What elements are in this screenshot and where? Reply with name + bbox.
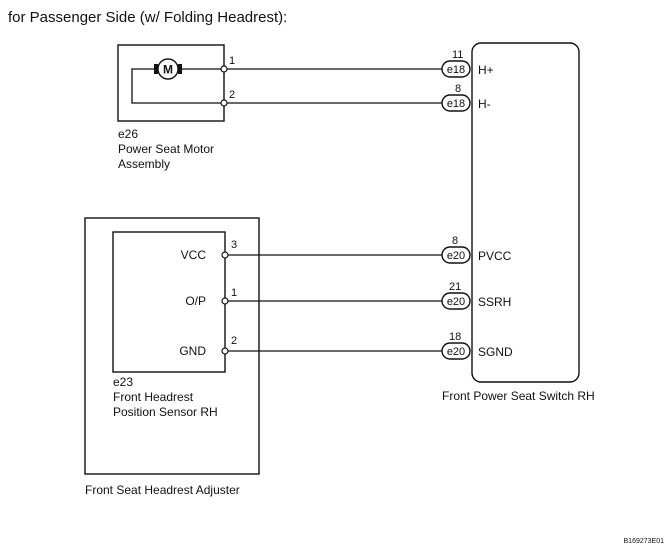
- switch-terminal-pvcc: 8 e20 PVCC: [441, 235, 512, 264]
- connector-pill-h-plus: [441, 60, 471, 78]
- connector-code-h-plus: e18: [447, 64, 465, 76]
- motor-terminal-2: [220, 99, 228, 107]
- switch-pin-ssrh: 21: [449, 281, 461, 293]
- seat-switch-box: [471, 42, 580, 383]
- switch-label-h-plus: H+: [478, 63, 494, 77]
- sensor-terminal-vcc: [221, 251, 229, 259]
- switch-label-pvcc: PVCC: [478, 249, 512, 263]
- motor-internal-wire-2: [131, 68, 224, 104]
- sensor-name-line1: Front Headrest: [113, 390, 194, 404]
- connector-pill-pvcc: [441, 246, 471, 264]
- diagram-title: for Passenger Side (w/ Folding Headrest)…: [8, 9, 287, 26]
- switch-label-h-minus: H-: [478, 97, 491, 111]
- sensor-label-gnd: GND: [179, 344, 206, 358]
- connector-pill-ssrh: [441, 292, 471, 310]
- sensor-code: e23: [113, 375, 133, 389]
- connector-code-h-minus: e18: [447, 98, 465, 110]
- switch-terminal-sgnd: 18 e20 SGND: [441, 331, 513, 360]
- sensor-label-vcc: VCC: [181, 248, 207, 262]
- motor-name-line1: Power Seat Motor: [118, 142, 214, 156]
- adjuster-name: Front Seat Headrest Adjuster: [85, 483, 240, 497]
- motor-assembly-box: [117, 44, 225, 122]
- connector-code-pvcc: e20: [447, 250, 465, 262]
- switch-label-sgnd: SGND: [478, 345, 513, 359]
- sensor-pin-op: 1: [231, 287, 237, 299]
- sensor-terminal-gnd: [221, 347, 229, 355]
- switch-pin-pvcc: 8: [452, 235, 458, 247]
- connector-pill-sgnd: [441, 342, 471, 360]
- switch-terminal-h-plus: 11 e18 H+: [441, 49, 494, 78]
- switch-terminal-ssrh: 21 e20 SSRH: [441, 281, 511, 310]
- motor-pin-2: 2: [229, 89, 235, 101]
- connector-code-ssrh: e20: [447, 296, 465, 308]
- motor-symbol: M: [163, 63, 173, 77]
- sensor-pin-vcc: 3: [231, 239, 237, 251]
- motor-icon: M: [154, 58, 182, 80]
- motor-code: e26: [118, 127, 138, 141]
- switch-pin-h-plus: 11: [452, 49, 463, 61]
- switch-pin-sgnd: 18: [449, 331, 461, 343]
- headrest-sensor-box: [112, 231, 226, 373]
- sensor-label-op: O/P: [185, 294, 206, 308]
- motor-pin-1: 1: [229, 55, 235, 67]
- switch-terminal-h-minus: 8 e18 H-: [441, 83, 491, 112]
- motor-terminal-1: [220, 65, 228, 73]
- figure-id: B169273E01: [624, 538, 665, 545]
- switch-label-ssrh: SSRH: [478, 295, 511, 309]
- motor-name-line2: Assembly: [118, 157, 170, 171]
- switch-pin-h-minus: 8: [455, 83, 461, 95]
- sensor-name-line2: Position Sensor RH: [113, 405, 218, 419]
- connector-pill-h-minus: [441, 94, 471, 112]
- sensor-terminal-op: [221, 297, 229, 305]
- sensor-pin-gnd: 2: [231, 335, 237, 347]
- seat-switch-name: Front Power Seat Switch RH: [442, 389, 595, 403]
- connector-code-sgnd: e20: [447, 346, 465, 358]
